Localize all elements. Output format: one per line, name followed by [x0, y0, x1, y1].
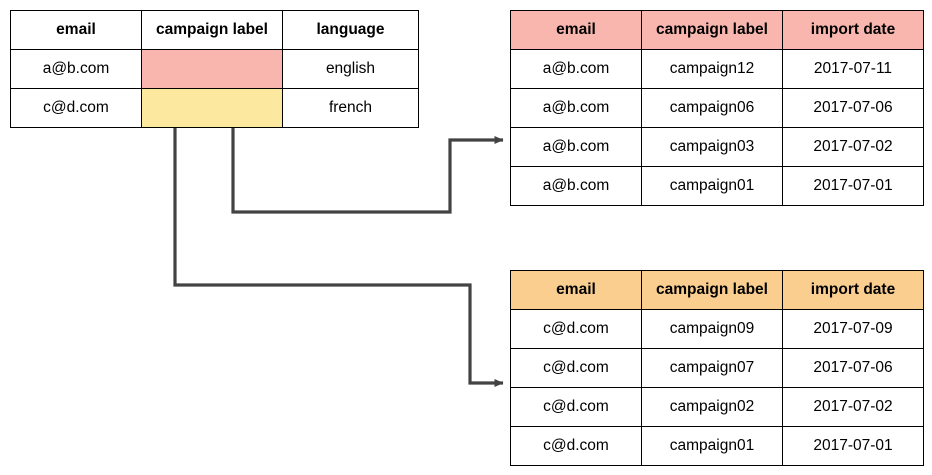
cell-language: english — [282, 49, 419, 89]
campaign-history-c-table: email campaign label import date c@d.com… — [510, 270, 924, 466]
cell-campaign-label-highlight-red — [141, 49, 283, 89]
column-header-email: email — [510, 270, 642, 310]
cell-campaign-label: campaign12 — [641, 49, 783, 89]
column-header-campaign-label: campaign label — [641, 10, 783, 50]
cell-email: c@d.com — [510, 426, 642, 466]
cell-email: a@b.com — [510, 49, 642, 89]
cell-email: a@b.com — [510, 166, 642, 206]
cell-campaign-label-highlight-yellow — [141, 88, 283, 128]
table-header-row: email campaign label import date — [510, 10, 924, 50]
column-header-campaign-label: campaign label — [641, 270, 783, 310]
cell-import-date: 2017-07-01 — [782, 166, 924, 206]
cell-email: a@b.com — [10, 49, 142, 89]
cell-email: c@d.com — [510, 387, 642, 427]
cell-import-date: 2017-07-09 — [782, 309, 924, 349]
column-header-email: email — [510, 10, 642, 50]
cell-campaign-label: campaign06 — [641, 88, 783, 128]
table-row: a@b.com campaign03 2017-07-02 — [510, 127, 924, 167]
column-header-email: email — [10, 10, 142, 50]
cell-campaign-label: campaign01 — [641, 166, 783, 206]
cell-import-date: 2017-07-02 — [782, 387, 924, 427]
cell-campaign-label: campaign07 — [641, 348, 783, 388]
cell-email: a@b.com — [510, 88, 642, 128]
source-contacts-table: email campaign label language a@b.com en… — [10, 10, 419, 128]
campaign-history-a-table: email campaign label import date a@b.com… — [510, 10, 924, 206]
table-row: c@d.com campaign02 2017-07-02 — [510, 387, 924, 427]
column-header-import-date: import date — [782, 270, 924, 310]
cell-import-date: 2017-07-01 — [782, 426, 924, 466]
cell-email: c@d.com — [510, 348, 642, 388]
cell-import-date: 2017-07-06 — [782, 88, 924, 128]
cell-language: french — [282, 88, 419, 128]
cell-import-date: 2017-07-11 — [782, 49, 924, 89]
column-header-campaign-label: campaign label — [141, 10, 283, 50]
table-row: a@b.com campaign12 2017-07-11 — [510, 49, 924, 89]
cell-campaign-label: campaign03 — [641, 127, 783, 167]
cell-import-date: 2017-07-02 — [782, 127, 924, 167]
table-row: a@b.com campaign06 2017-07-06 — [510, 88, 924, 128]
cell-email: c@d.com — [10, 88, 142, 128]
cell-campaign-label: campaign09 — [641, 309, 783, 349]
table-header-row: email campaign label import date — [510, 270, 924, 310]
column-header-import-date: import date — [782, 10, 924, 50]
connector-c-to-campaign-history-c — [173, 113, 504, 387]
cell-email: a@b.com — [510, 127, 642, 167]
cell-email: c@d.com — [510, 309, 642, 349]
table-row: a@b.com english — [10, 49, 419, 89]
cell-campaign-label: campaign01 — [641, 426, 783, 466]
table-row: c@d.com french — [10, 88, 419, 128]
table-row: c@d.com campaign09 2017-07-09 — [510, 309, 924, 349]
table-row: a@b.com campaign01 2017-07-01 — [510, 166, 924, 206]
cell-campaign-label: campaign02 — [641, 387, 783, 427]
table-row: c@d.com campaign01 2017-07-01 — [510, 426, 924, 466]
cell-import-date: 2017-07-06 — [782, 348, 924, 388]
table-header-row: email campaign label language — [10, 10, 419, 50]
connector-a-to-campaign-history-a — [231, 53, 504, 214]
column-header-language: language — [282, 10, 419, 50]
table-row: c@d.com campaign07 2017-07-06 — [510, 348, 924, 388]
